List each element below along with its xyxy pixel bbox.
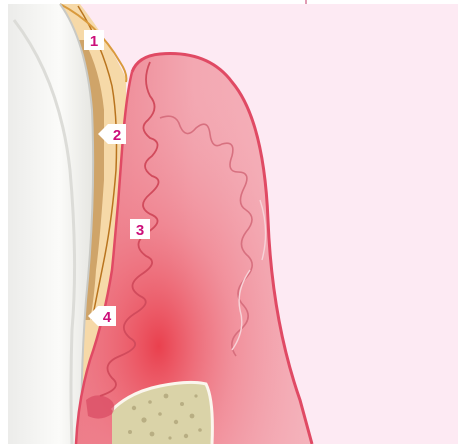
- callout-3-text: 3: [136, 222, 144, 239]
- tooth-crown: [8, 4, 93, 444]
- callout-4-text: 4: [103, 309, 112, 326]
- callout-2-text: 2: [113, 127, 121, 144]
- callout-1-text: 1: [90, 33, 98, 50]
- callout-3: 3: [130, 219, 150, 239]
- callout-1: 1: [84, 30, 104, 50]
